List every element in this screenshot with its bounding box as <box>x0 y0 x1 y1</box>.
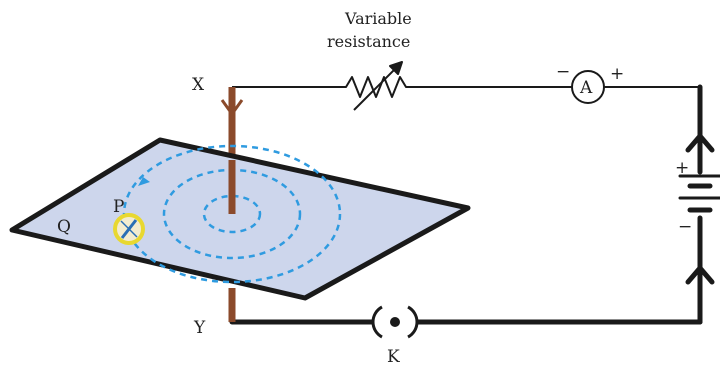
rheostat-icon <box>338 61 416 111</box>
current-arrow-down <box>220 99 244 116</box>
compass-icon <box>113 213 145 245</box>
key-label: K <box>387 347 400 367</box>
point-q-label: Q <box>57 217 71 237</box>
cardboard-sheet <box>9 137 471 301</box>
ammeter-label: A <box>579 78 593 98</box>
ammeter-minus-label: − <box>556 62 570 82</box>
battery-minus-label: − <box>678 217 692 237</box>
current-arrows-right <box>685 133 715 285</box>
point-x-label: X <box>192 75 205 95</box>
point-y-label: Y <box>193 318 206 338</box>
key-icon <box>371 305 419 339</box>
resistance-label: resistance <box>327 32 410 51</box>
ammeter-plus-label: + <box>610 64 624 84</box>
battery-plus-label: + <box>675 158 689 178</box>
point-p-label: P <box>113 197 124 217</box>
ammeter-icon: A <box>571 70 605 104</box>
field-direction-arrow <box>138 177 150 186</box>
variable-label: Variable <box>344 9 412 28</box>
battery-icon <box>678 174 720 213</box>
